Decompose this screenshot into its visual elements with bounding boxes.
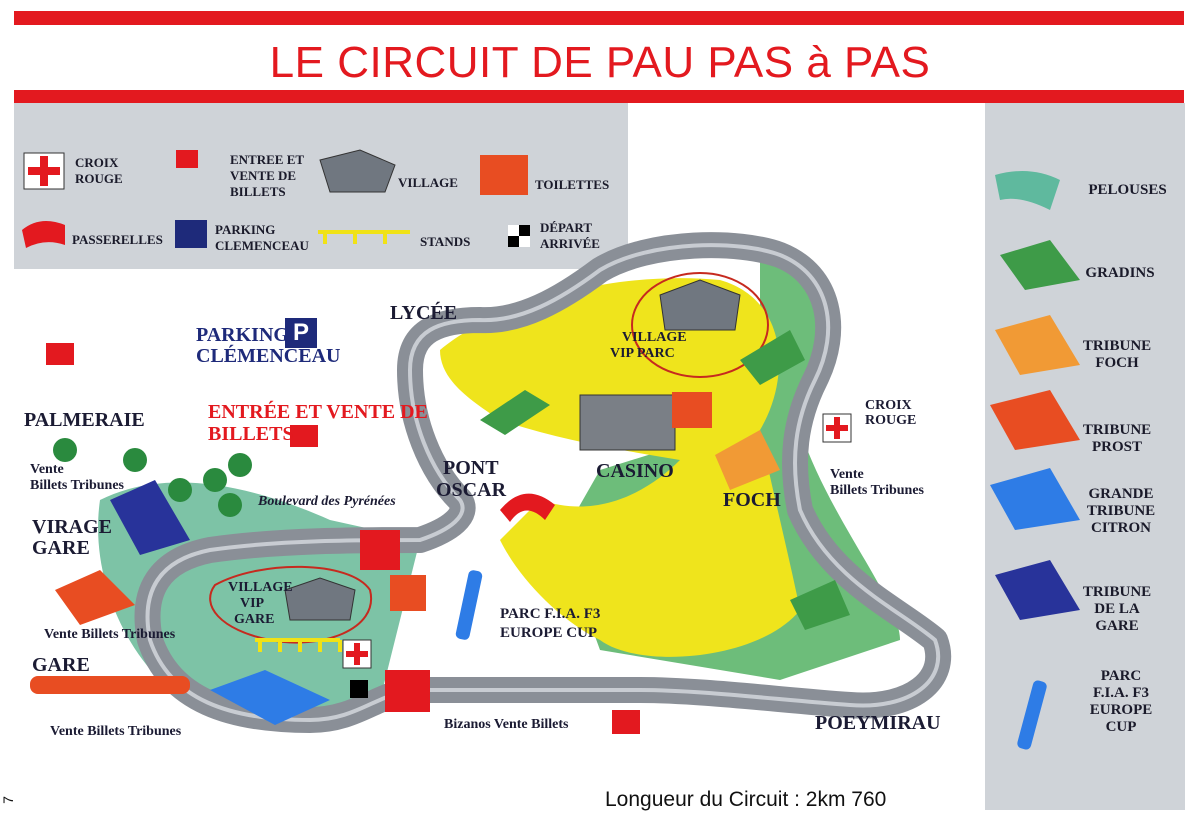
label-village-vip-parc-1: VILLAGE <box>622 330 687 345</box>
tribune-foch-icon <box>995 315 1080 375</box>
legend-parc-f3: PARC F.I.A. F3 EUROPE CUP <box>1089 668 1153 735</box>
label-poeymirau: POEYMIRAU <box>815 712 941 734</box>
label-foch: FOCH <box>723 489 781 511</box>
passerelle-pont-oscar <box>500 493 555 522</box>
label-gare: GARE <box>32 654 90 676</box>
label-pont-oscar-2: OSCAR <box>436 479 507 501</box>
village-vip-gare-zone <box>209 565 373 644</box>
grande-tribune-citron <box>210 670 330 725</box>
village-tent-vip-parc <box>659 279 741 331</box>
label-virage-gare-2: GARE <box>32 537 90 559</box>
label-parking-2: CLÉMENCEAU <box>196 345 341 367</box>
label-vente-palmeraie-2: Billets Tribunes <box>30 478 125 493</box>
label-boulevard: Boulevard des Pyrénées <box>258 494 396 509</box>
gradins-poeymirau <box>790 580 850 630</box>
casino-building <box>579 394 676 451</box>
legend-gradins: GRADINS <box>1085 265 1155 281</box>
legend-entree: ENTREE ET VENTE DE BILLETS <box>230 152 304 199</box>
tribune-gare-icon <box>995 560 1080 620</box>
legend-depart: DÉPART ARRIVÉE <box>540 220 600 251</box>
label-vente-gare: Vente Billets Tribunes <box>50 724 182 739</box>
label-palmeraie: PALMERAIE <box>24 409 145 431</box>
legend-village: VILLAGE <box>398 175 458 190</box>
label-parking-1: PARKING <box>196 324 289 346</box>
tribune-foch <box>715 430 780 490</box>
legend-passerelles: PASSERELLES <box>72 232 163 247</box>
label-vente-foch-1: Vente <box>830 467 864 482</box>
label-village-vip-gare-2: VIP <box>240 596 265 611</box>
legend-grande-tribune: GRANDE TRIBUNE CITRON <box>1086 486 1156 536</box>
label-village-vip-gare-3: GARE <box>234 612 275 627</box>
legend-tribune-gare: TRIBUNE DE LA GARE <box>1082 584 1152 634</box>
label-virage-gare-1: VIRAGE <box>32 516 113 538</box>
train-gare <box>30 676 190 694</box>
tribune-prost-gare <box>55 570 135 625</box>
label-parc-f3-1: PARC F.I.A. F3 <box>500 606 601 622</box>
depart-arrivee-flag <box>350 680 368 698</box>
passerelle-gare <box>360 530 400 570</box>
page-number: 7 <box>0 796 16 804</box>
label-lycee: LYCÉE <box>390 302 458 324</box>
entree-icon-bizanos <box>612 710 640 734</box>
legend-panel-right <box>985 103 1185 810</box>
entree-icon-pyrenees <box>290 425 318 447</box>
pelouses-icon <box>995 171 1060 210</box>
grande-tribune-icon <box>990 468 1080 530</box>
legend-pelouses: PELOUSES <box>1088 182 1167 198</box>
parc-f3-icon <box>1017 680 1047 750</box>
label-croix-rouge-2: ROUGE <box>865 413 917 428</box>
passerelle-bizanos <box>385 670 430 712</box>
label-parc-f3-2: EUROPE CUP <box>500 625 598 641</box>
label-entree-1: ENTRÉE ET VENTE DE <box>208 401 428 423</box>
legend-tribune-foch: TRIBUNE FOCH <box>1082 338 1152 371</box>
toilettes-icon-casino <box>672 392 712 428</box>
label-bizanos: Bizanos Vente Billets <box>444 717 569 732</box>
title-underline-bar <box>14 90 1184 103</box>
label-village-vip-parc-2: VIP PARC <box>610 346 675 361</box>
gradins-lycee <box>480 390 550 435</box>
f3-car <box>455 570 483 640</box>
page-title: LE CIRCUIT DE PAU PAS à PAS <box>269 38 931 87</box>
label-entree-2: BILLETS <box>208 423 294 445</box>
label-vente-foch-2: Billets Tribunes <box>830 483 925 498</box>
legend-parking: PARKING CLEMENCEAU <box>215 222 309 253</box>
legend-stands: STANDS <box>420 234 471 249</box>
label-casino: CASINO <box>596 460 674 482</box>
village-vip-parc-zone <box>631 272 769 378</box>
stands-icon <box>318 230 410 244</box>
legend-croix-rouge: CROIX ROUGE <box>75 155 123 186</box>
parking-icon-map: P <box>285 318 317 348</box>
parking-icon <box>175 220 207 248</box>
circuit-length: Longueur du Circuit : 2km 760 <box>605 788 887 811</box>
label-vente-palmeraie-1: Vente <box>30 462 64 477</box>
village-icon <box>319 149 396 193</box>
legend-toilettes: TOILETTES <box>535 177 610 192</box>
tribune-prost-icon <box>990 390 1080 450</box>
entree-icon-palmeraie <box>46 343 74 365</box>
entree-icon <box>176 150 198 168</box>
yellow-park <box>440 278 800 657</box>
gradins-icon <box>1000 240 1080 290</box>
stands <box>255 638 342 652</box>
legend-tribune-prost: TRIBUNE PROST <box>1082 422 1152 455</box>
village-tent-vip-gare <box>284 577 356 621</box>
top-red-bar <box>14 11 1184 25</box>
label-vente-gare-virage: Vente Billets Tribunes <box>44 627 176 642</box>
gradins-vip-parc <box>740 330 805 385</box>
toilettes-icon <box>480 155 528 195</box>
label-croix-rouge-1: CROIX <box>865 398 912 413</box>
passerelles-icon <box>22 221 65 248</box>
label-pont-oscar-1: PONT <box>443 457 499 479</box>
label-village-vip-gare-1: VILLAGE <box>228 580 293 595</box>
palm-trees <box>53 438 252 517</box>
tribune-virage-gare <box>110 480 190 555</box>
toilettes-icon-gare <box>390 575 426 611</box>
